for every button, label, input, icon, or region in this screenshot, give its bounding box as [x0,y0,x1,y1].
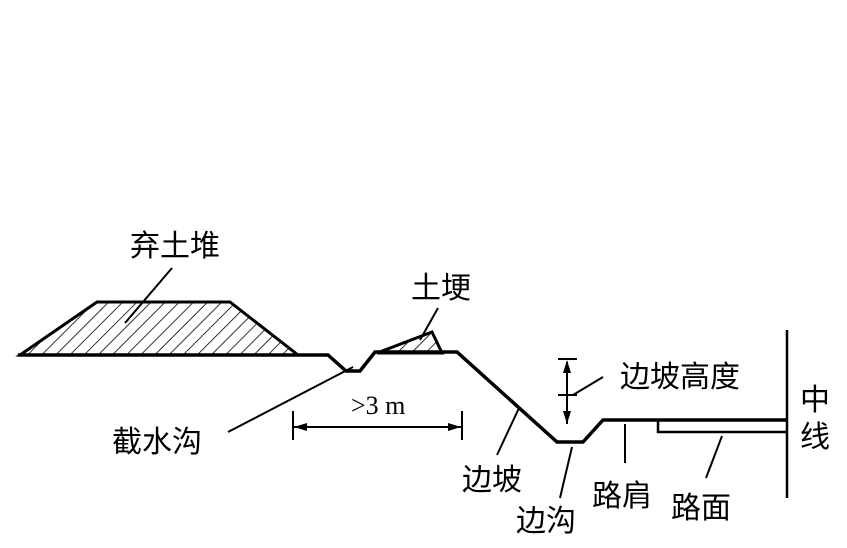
leader-earth-ridge [419,307,439,341]
leader-side-ditch [559,446,573,499]
ground-profile-line [18,350,787,444]
distance-dimension [292,411,463,440]
label-spoil-heap: 弃土堆 [130,229,220,264]
label-shoulder: 路肩 [592,479,652,514]
label-slope-height: 边坡高度 [620,360,740,395]
leader-spoil-heap [124,267,173,324]
leader-pavement [705,435,723,479]
earth-ridge-shape [376,330,445,355]
label-centerline-2: 线 [800,420,830,455]
leader-cutoff-ditch [227,366,354,433]
leader-lines [124,267,723,499]
leader-slope [496,407,520,456]
label-cutoff-ditch: 截水沟 [112,425,202,460]
label-earth-ridge: 土埂 [411,271,471,306]
spoil-heap-shape [15,300,303,357]
slope-height-dimension [558,358,577,424]
leader-slope-height [572,376,604,396]
label-side-ditch: 边沟 [516,504,576,539]
label-centerline-1: 中 [800,383,830,418]
pavement-layer-line [656,420,787,434]
label-pavement: 路面 [671,491,731,526]
label-distance: >3 m [351,391,405,420]
label-slope: 边坡 [462,463,522,498]
